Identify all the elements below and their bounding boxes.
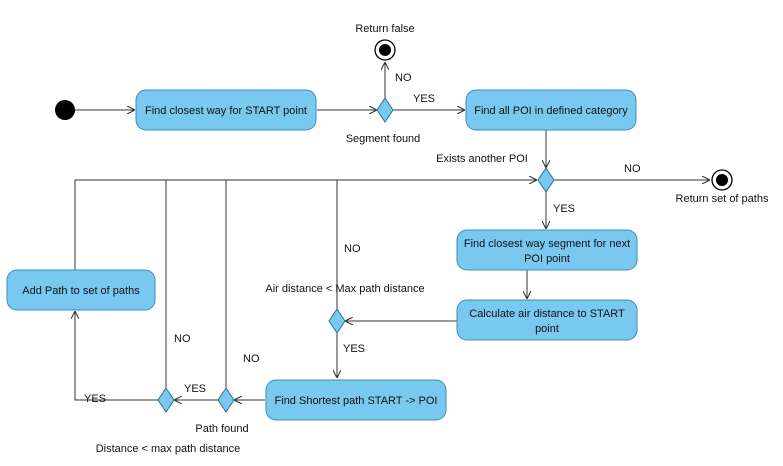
- distance-max-label: Distance < max path distance: [96, 443, 241, 455]
- exists-another-poi-label: Exists another POI: [436, 153, 528, 165]
- decision-path-found: [217, 387, 235, 413]
- activity-find-closest-way: Find closest way for START point: [135, 89, 317, 131]
- final-node-return-set: [711, 169, 733, 191]
- activity-label: Find closest way segment for next: [464, 238, 630, 250]
- activity-find-shortest-path: Find Shortest path START -> POI: [265, 379, 447, 421]
- labels: Return false NO YES Segment found Exists…: [84, 23, 769, 455]
- activity-label: Find closest way for START point: [145, 105, 307, 117]
- decision-segment-found: [376, 97, 394, 123]
- return-set-label: Return set of paths: [676, 193, 769, 205]
- yes-label: YES: [413, 93, 435, 105]
- edge-add-path-loop: [74, 179, 537, 270]
- activity-calc-air-distance: Calculate air distance to START point: [456, 299, 638, 341]
- no-label: NO: [243, 353, 260, 365]
- initial-node: [55, 100, 75, 120]
- yes-label: YES: [553, 203, 575, 215]
- activity-add-path: Add Path to set of paths: [6, 269, 156, 311]
- no-label: NO: [174, 333, 191, 345]
- no-label: NO: [624, 163, 641, 175]
- no-label: NO: [395, 72, 412, 84]
- path-found-label: Path found: [195, 423, 248, 435]
- final-node-return-false: [374, 39, 396, 61]
- activity-find-closest-segment: Find closest way segment for next POI po…: [456, 229, 638, 271]
- activity-label: POI point: [524, 253, 570, 265]
- activity-label: Calculate air distance to START: [469, 308, 625, 320]
- activity-label: point: [535, 323, 559, 335]
- activity-label: Find Shortest path START -> POI: [275, 395, 438, 407]
- air-distance-label: Air distance < Max path distance: [265, 283, 424, 295]
- edges: [74, 62, 710, 400]
- decision-distance-max: [157, 387, 175, 413]
- activity-find-all-poi: Find all POI in defined category: [465, 89, 637, 131]
- no-label: NO: [344, 243, 361, 255]
- activity-label: Add Path to set of paths: [22, 285, 140, 297]
- segment-found-label: Segment found: [346, 133, 421, 145]
- decision-air-distance: [328, 308, 346, 334]
- yes-label: YES: [184, 383, 206, 395]
- yes-label: YES: [84, 393, 106, 405]
- yes-label: YES: [343, 343, 365, 355]
- activity-label: Find all POI in defined category: [474, 105, 628, 117]
- decision-exists-another-poi: [537, 167, 555, 193]
- edge-distance-yes: [75, 311, 158, 401]
- return-false-label: Return false: [355, 23, 414, 35]
